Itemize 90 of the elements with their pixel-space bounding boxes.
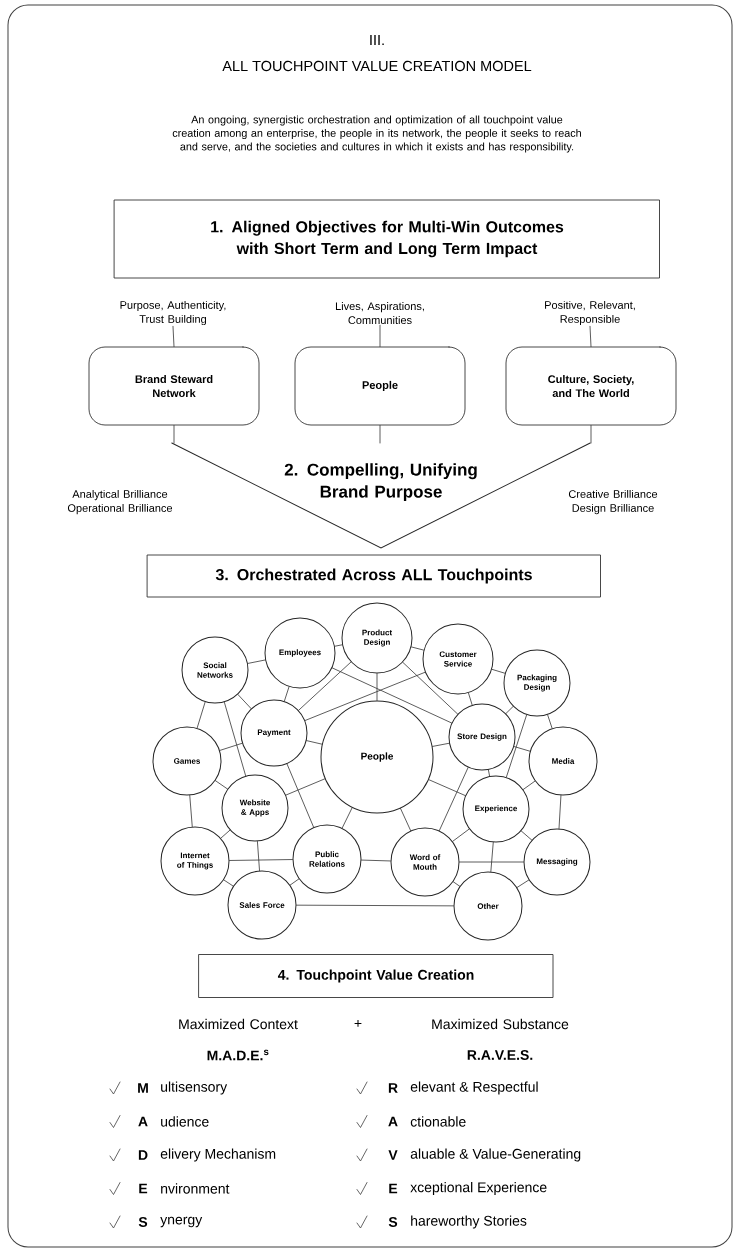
connector-line bbox=[590, 425, 592, 444]
connector-line bbox=[237, 694, 252, 709]
section-number: III. bbox=[370, 35, 384, 45]
initial-letter: E bbox=[139, 1183, 148, 1194]
initial-letter: R bbox=[388, 1083, 398, 1093]
connector-line bbox=[223, 879, 234, 887]
connector-line bbox=[286, 763, 315, 828]
connector-line bbox=[223, 701, 247, 777]
connector-line bbox=[589, 325, 592, 347]
connector-line bbox=[438, 767, 469, 831]
list-item-text: hareworthy Stories bbox=[411, 1215, 527, 1229]
connector-line bbox=[283, 686, 290, 702]
connector-line bbox=[331, 667, 452, 724]
connector-line bbox=[215, 780, 228, 790]
rounded-box: Brand Steward Network bbox=[88, 346, 260, 426]
keyword-text: Purpose, Authenticity, Trust Building bbox=[120, 300, 226, 326]
connector-line bbox=[522, 780, 536, 790]
acronym: R.A.V.E.S. bbox=[467, 1050, 533, 1060]
connector-line bbox=[247, 659, 266, 664]
connector-line bbox=[505, 714, 528, 778]
list-item-text: elivery Mechanism bbox=[160, 1148, 276, 1162]
heading: ALL TOUCHPOINT VALUE CREATION MODEL bbox=[222, 60, 532, 72]
list-item-text: nvironment bbox=[161, 1183, 230, 1194]
connector-line bbox=[410, 646, 425, 651]
connector-line bbox=[257, 841, 260, 871]
initial-letter: D bbox=[138, 1150, 148, 1160]
side-note: Creative Brilliance Design Brilliance bbox=[568, 489, 658, 515]
initial-letter: M bbox=[138, 1083, 148, 1093]
keyword-text: Positive, Relevant, Responsible bbox=[545, 300, 635, 326]
plus-sign: + bbox=[354, 1020, 362, 1027]
connector-line bbox=[491, 668, 506, 674]
connector-line bbox=[432, 742, 450, 747]
connector-line bbox=[428, 779, 466, 796]
list-item-text: ynergy bbox=[160, 1216, 203, 1228]
connector-line bbox=[220, 829, 231, 839]
connector-line bbox=[520, 830, 533, 841]
initial-letter: E bbox=[389, 1183, 398, 1194]
rounded-box: Culture, Society, and The World bbox=[505, 346, 677, 426]
column-heading: Maximized Substance bbox=[432, 1018, 569, 1030]
heading-box: 3. Orchestrated Across ALL Touchpoints bbox=[147, 554, 601, 598]
connector-line bbox=[306, 740, 323, 745]
list-item-text: xceptional Experience bbox=[410, 1182, 547, 1196]
keyword-text: Lives, Aspirations, Communities bbox=[336, 301, 424, 325]
initial-letter: V bbox=[388, 1150, 398, 1160]
connector-line bbox=[490, 842, 494, 873]
connector-line bbox=[219, 742, 243, 751]
acronym: M.A.D.E.$^{s}$ bbox=[207, 1049, 269, 1061]
connector-line bbox=[459, 861, 524, 863]
initial-letter: S bbox=[388, 1217, 398, 1227]
connector-line bbox=[488, 769, 490, 777]
description-text: An ongoing, synergistic orchestration and optimization of all touchpoint value creation among an enterprise, the people in its network, the people it seeks to reach and serve, and the societies and cultures in which it exists and has responsibility. bbox=[172, 115, 581, 153]
connector-line bbox=[505, 706, 514, 714]
connector-line bbox=[172, 325, 175, 347]
connector-line bbox=[196, 701, 206, 729]
connector-line bbox=[304, 671, 426, 721]
column-heading: Maximized Context bbox=[179, 1018, 298, 1030]
connector-line bbox=[189, 795, 193, 827]
connector-line bbox=[376, 673, 378, 701]
connector-line bbox=[452, 881, 461, 887]
initial-letter: A bbox=[388, 1116, 398, 1127]
list-item-text: ultisensory bbox=[161, 1081, 228, 1095]
connector-line bbox=[289, 878, 300, 886]
connector-line bbox=[229, 859, 293, 861]
connector-line bbox=[468, 692, 473, 706]
connector-line bbox=[379, 324, 381, 347]
list-item-text: elevant & Respectful bbox=[410, 1081, 538, 1095]
connector-line bbox=[513, 746, 531, 752]
list-item-text: aluable & Value-Generating bbox=[410, 1148, 581, 1162]
connector-line bbox=[379, 425, 381, 444]
connector-line bbox=[285, 778, 326, 796]
connector-line bbox=[298, 661, 352, 711]
list-item-text: udience bbox=[161, 1116, 209, 1127]
connector-line bbox=[361, 859, 391, 862]
connector-line bbox=[547, 714, 553, 729]
connector-line bbox=[173, 425, 175, 444]
connector-line bbox=[400, 808, 412, 832]
connector-line bbox=[296, 904, 454, 907]
connector-line bbox=[334, 644, 343, 647]
heading-box: 1. Aligned Objectives for Multi-Win Outcomes with Short Term and Long Term Impact bbox=[114, 199, 660, 279]
rounded-box: People bbox=[294, 346, 466, 426]
connector-line bbox=[402, 661, 459, 715]
connector-line bbox=[558, 795, 562, 829]
connector-line bbox=[516, 879, 530, 888]
list-item-text: ctionable bbox=[410, 1116, 466, 1127]
initial-letter: A bbox=[138, 1116, 148, 1127]
connector-line bbox=[341, 807, 353, 829]
connector-line bbox=[452, 828, 470, 842]
side-note: Analytical Brilliance Operational Brilliance bbox=[67, 489, 173, 515]
heading-box: 4. Touchpoint Value Creation bbox=[198, 954, 554, 998]
initial-letter: S bbox=[138, 1217, 148, 1227]
